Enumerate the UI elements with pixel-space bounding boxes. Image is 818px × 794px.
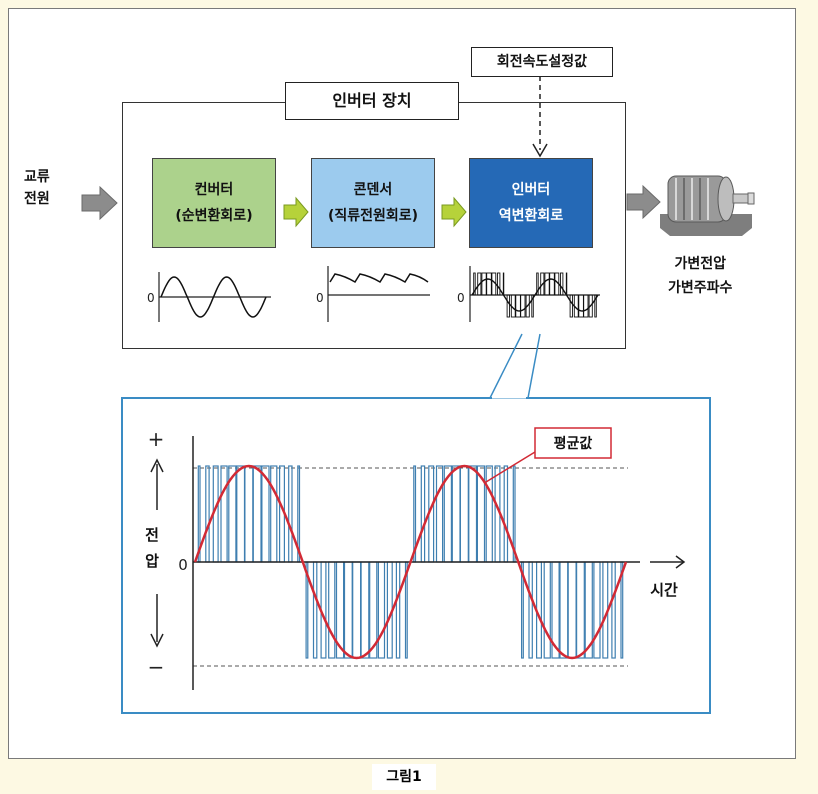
pwm-pulse (540, 272, 545, 296)
plus-label: + (148, 427, 165, 451)
pwm-pulse (435, 465, 444, 563)
converter-title: 컨버터 (194, 182, 234, 198)
callout-connector (489, 333, 523, 399)
capacitor-title: 콘덴서 (353, 182, 393, 198)
inverter-block: 인버터 역변환회로 (469, 158, 593, 248)
pwm-pulse (312, 561, 318, 659)
pwm-pulse (525, 294, 530, 318)
upper-diagram-graphics: 0 0 0 (81, 76, 755, 399)
capacitor-subtitle: (직류전원회로) (327, 208, 419, 224)
pwm-pulse (477, 272, 482, 296)
rotation-setpoint-label: 회전속도설정값 (471, 47, 613, 77)
pwm-pulse (481, 272, 487, 296)
pwm-pulse (503, 465, 509, 563)
converter-subtitle: (순변환회로) (175, 208, 253, 224)
pwm-pulse (531, 294, 534, 318)
small-wave-zero-2: 0 (316, 291, 324, 305)
average-label: 평균값 (554, 435, 593, 452)
motor-icon (660, 175, 755, 236)
pwm-pulse (205, 465, 210, 563)
inverter-subtitle: 역변환회로 (498, 208, 564, 224)
ac-input-label: 교류 전원 (24, 169, 50, 207)
pwm-pulse (593, 561, 601, 659)
pwm-pulse (473, 272, 476, 296)
pwm-pulse (497, 272, 501, 296)
block-arrow-1 (283, 196, 309, 228)
zero-label: 0 (178, 556, 188, 574)
pwm-pulse (506, 294, 510, 318)
ac-waveform-thumbnail: 0 (147, 272, 271, 322)
pwm-pulse (575, 561, 585, 659)
pwm-pulse (536, 272, 539, 296)
dc-ripple-curve (329, 273, 429, 284)
pwm-waveform-thumbnail: 0 (457, 266, 600, 322)
ac-input-arrow (81, 185, 118, 221)
callout-connector-2 (527, 333, 541, 399)
pwm-pulse (549, 272, 555, 296)
converter-block: 컨버터 (순변환회로) (152, 158, 276, 248)
pwm-pulse (468, 465, 478, 563)
pwm-pulse (594, 294, 597, 318)
pwm-pulse (543, 561, 551, 659)
time-label: 시간 (650, 581, 678, 599)
average-sine-curve (193, 464, 628, 660)
pwm-pulse (567, 561, 577, 659)
ac-sine-curve (160, 276, 267, 318)
pwm-pulse (352, 561, 362, 659)
pwm-pulse (328, 561, 336, 659)
motor-output-arrow (626, 184, 661, 220)
pwm-pulse (559, 561, 569, 659)
inverter-device-label: 인버터 장치 (285, 82, 459, 120)
average-label-box (534, 427, 612, 459)
pwm-pulse (451, 465, 461, 563)
pwm-pulse (486, 272, 492, 296)
inverter-title: 인버터 (511, 182, 551, 198)
pwm-pulses (473, 272, 597, 318)
setpoint-arrow-head (532, 143, 548, 158)
pwm-pulse (252, 465, 262, 563)
pwm-pulse (395, 561, 401, 659)
time-arrow-head (675, 555, 686, 569)
pwm-pulse (459, 465, 469, 563)
pwm-pulse (544, 272, 550, 296)
minus-label: − (148, 655, 165, 679)
pwm-pulse (569, 294, 573, 318)
pwm-pulse (528, 561, 533, 659)
pwm-average-curve (471, 278, 599, 312)
figure-caption: 그림1 (372, 764, 436, 790)
block-arrow-2 (441, 196, 467, 228)
voltage-label-1: 전 (145, 526, 159, 544)
pwm-pulse (236, 465, 246, 563)
pwm-pulse (270, 465, 278, 563)
pwm-pulse (377, 561, 386, 659)
motor-output-label: 가변전압 가변주파수 (668, 256, 733, 296)
dc-waveform-thumbnail: 0 (316, 266, 430, 322)
pwm-pulse (343, 561, 353, 659)
pwm-pulse (220, 465, 228, 563)
capacitor-block: 콘덴서 (직류전원회로) (311, 158, 435, 248)
pwm-pulse (560, 272, 564, 296)
pwm-pulse (288, 465, 293, 563)
voltage-label-2: 압 (145, 552, 159, 570)
small-wave-zero-1: 0 (147, 291, 155, 305)
pwm-pulse (588, 294, 593, 318)
pwm-pulse (583, 294, 589, 318)
pwm-pulse (420, 465, 426, 563)
average-label-leader (485, 451, 536, 483)
pwm-pulse (244, 465, 254, 563)
pwm-pulse (520, 294, 526, 318)
small-wave-zero-3: 0 (457, 291, 465, 305)
pwm-pulse (611, 561, 616, 659)
pwm-pulse (360, 561, 370, 659)
